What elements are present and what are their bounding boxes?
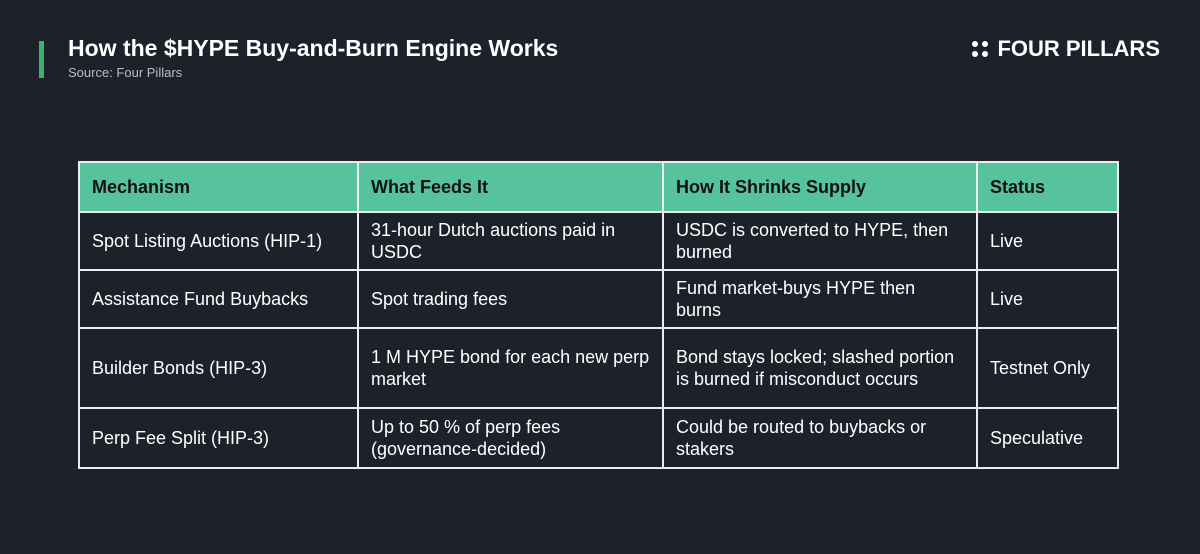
cell-mechanism: Assistance Fund Buybacks [78,269,359,329]
brand-logo: FOUR PILLARS [972,36,1160,62]
cell-mechanism: Builder Bonds (HIP-3) [78,327,359,409]
column-header-how-it-shrinks-supply: How It Shrinks Supply [662,161,978,213]
table-row: Perp Fee Split (HIP-3) Up to 50 % of per… [78,407,1119,469]
column-header-what-feeds-it: What Feeds It [357,161,664,213]
cell-status: Live [976,211,1119,271]
four-dot-logo-icon [972,41,989,57]
page-title: How the $HYPE Buy-and-Burn Engine Works [68,35,559,61]
column-header-status: Status [976,161,1119,213]
cell-how-it-shrinks-supply: Could be routed to buybacks or stakers [662,407,978,469]
cell-what-feeds-it: 31-hour Dutch auctions paid in USDC [357,211,664,271]
source-caption: Source: Four Pillars [68,65,183,80]
table-header-row: Mechanism What Feeds It How It Shrinks S… [78,161,1119,213]
cell-how-it-shrinks-supply: USDC is converted to HYPE, then burned [662,211,978,271]
cell-status: Speculative [976,407,1119,469]
cell-what-feeds-it: 1 M HYPE bond for each new perp market [357,327,664,409]
mechanism-table: Mechanism What Feeds It How It Shrinks S… [78,161,1119,469]
cell-how-it-shrinks-supply: Fund market-buys HYPE then burns [662,269,978,329]
title-accent-bar [39,41,44,78]
table-row: Assistance Fund Buybacks Spot trading fe… [78,269,1119,329]
cell-what-feeds-it: Up to 50 % of perp fees (governance-deci… [357,407,664,469]
cell-status: Live [976,269,1119,329]
cell-mechanism: Perp Fee Split (HIP-3) [78,407,359,469]
cell-how-it-shrinks-supply: Bond stays locked; slashed portion is bu… [662,327,978,409]
brand-name: FOUR PILLARS [997,36,1160,61]
table-row: Builder Bonds (HIP-3) 1 M HYPE bond for … [78,327,1119,409]
cell-what-feeds-it: Spot trading fees [357,269,664,329]
cell-mechanism: Spot Listing Auctions (HIP-1) [78,211,359,271]
cell-status: Testnet Only [976,327,1119,409]
table-row: Spot Listing Auctions (HIP-1) 31-hour Du… [78,211,1119,271]
column-header-mechanism: Mechanism [78,161,359,213]
